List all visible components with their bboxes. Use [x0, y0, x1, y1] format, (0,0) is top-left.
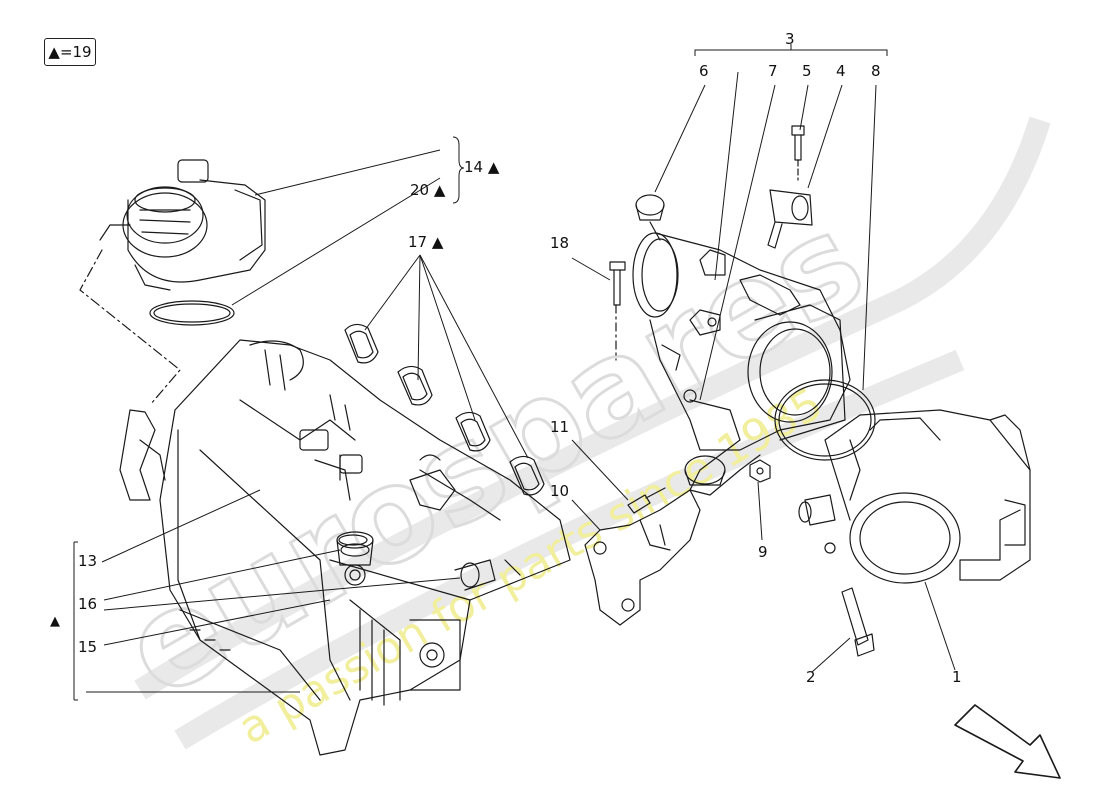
legend-box: ▲=19	[44, 38, 96, 66]
part-8-o-ring	[774, 379, 876, 461]
callout-2: 2	[806, 668, 816, 686]
part-1-throttle-body	[798, 409, 1031, 584]
part-15-intake-manifold	[119, 339, 571, 756]
legend-text: =19	[59, 43, 92, 61]
callout-16: 16	[78, 595, 98, 613]
part-11-bolt	[627, 487, 666, 514]
callout-7: 7	[768, 62, 778, 80]
callout-14: 14 ▲	[464, 158, 500, 176]
part-8-o-ring-inner	[778, 383, 872, 457]
legend-triangle-icon: ▲	[48, 43, 60, 61]
flow-direction-arrow	[954, 704, 1061, 779]
part-6-cap	[635, 194, 665, 241]
callout-3: 3	[785, 30, 795, 48]
part-5-fastener	[791, 125, 805, 181]
part-20-gasket-ring-inner	[153, 303, 231, 323]
callout-17: 17 ▲	[408, 233, 444, 251]
part-4-sensor	[767, 189, 813, 249]
callout-4: 4	[836, 62, 846, 80]
dash-connector-14	[79, 249, 181, 406]
callout-group-triangle: ▲	[50, 614, 60, 629]
part-9-nut	[749, 459, 771, 483]
callout-8: 8	[871, 62, 881, 80]
callout-6: 6	[699, 62, 709, 80]
part-16-sealing-cap	[338, 534, 368, 546]
callout-18: 18	[550, 234, 570, 252]
callout-1: 1	[952, 668, 962, 686]
leader-lines	[73, 44, 956, 701]
part-3-adapter-housing	[632, 232, 851, 496]
callout-5: 5	[802, 62, 812, 80]
part-14-throttle-unit	[99, 159, 266, 291]
part-20-gasket-ring	[149, 300, 235, 326]
part-18-bolt	[609, 261, 626, 361]
callout-13: 13	[78, 552, 98, 570]
watermark-logo	[134, 116, 1051, 750]
callout-9: 9	[758, 543, 768, 561]
callout-15: 15	[78, 638, 98, 656]
callout-11: 11	[550, 418, 570, 436]
part-2-bolt	[841, 587, 875, 657]
part-10-bracket	[584, 489, 701, 626]
callout-20: 20 ▲	[410, 181, 446, 199]
callout-10: 10	[550, 482, 570, 500]
